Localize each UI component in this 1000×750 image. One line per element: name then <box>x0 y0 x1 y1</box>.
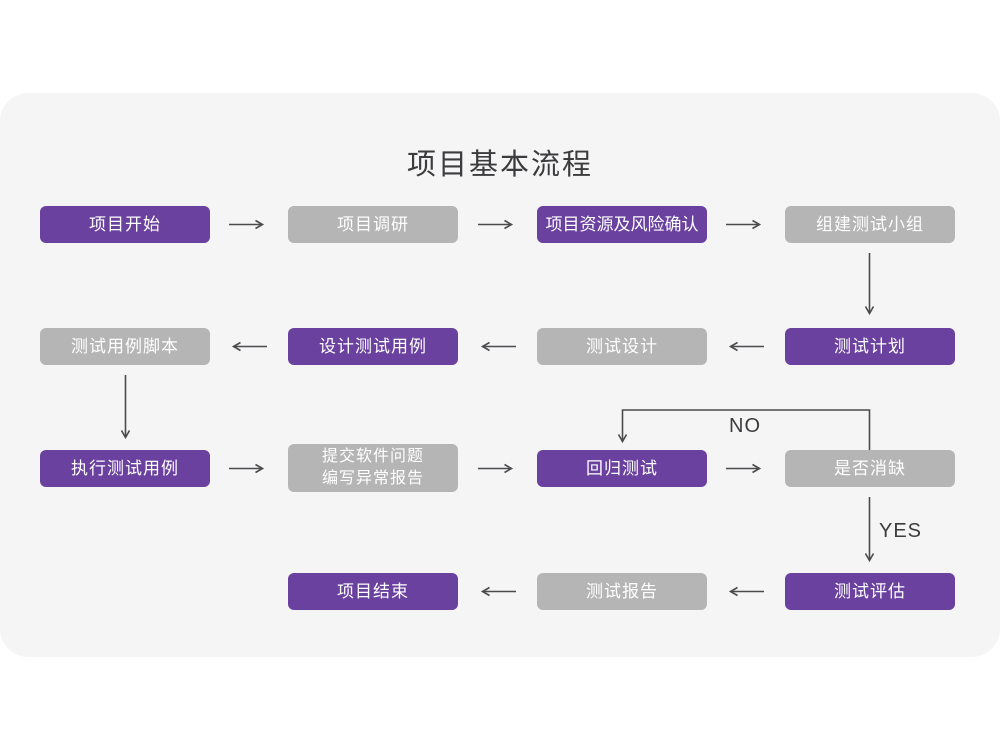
node-test-evaluation: 测试评估 <box>785 573 955 610</box>
node-execute-test-cases: 执行测试用例 <box>40 450 210 487</box>
node-test-report: 测试报告 <box>537 573 707 610</box>
edge-label-no: NO <box>729 415 761 437</box>
page-title: 项目基本流程 <box>406 149 593 181</box>
node-test-case-scripts: 测试用例脚本 <box>40 328 210 365</box>
edge-label-yes: YES <box>879 520 923 542</box>
node-project-research: 项目调研 <box>288 206 458 243</box>
node-project-end: 项目结束 <box>288 573 458 610</box>
node-regression-test: 回归测试 <box>537 450 707 487</box>
node-test-design: 测试设计 <box>537 328 707 365</box>
node-form-test-team: 组建测试小组 <box>785 206 955 243</box>
node-submit-issue-report-line2: 编写异常报告 <box>321 470 424 487</box>
node-project-start: 项目开始 <box>40 206 210 243</box>
node-defect-resolved: 是否消缺 <box>785 450 955 487</box>
node-submit-issue-report-line1: 提交软件问题 <box>321 448 424 465</box>
flowchart-card <box>0 93 1000 657</box>
node-submit-issue-report: 提交软件问题 编写异常报告 <box>288 444 458 492</box>
node-design-test-cases: 设计测试用例 <box>288 328 458 365</box>
node-test-plan: 测试计划 <box>785 328 955 365</box>
node-resources-risk-confirm: 项目资源及风险确认 <box>537 206 707 243</box>
